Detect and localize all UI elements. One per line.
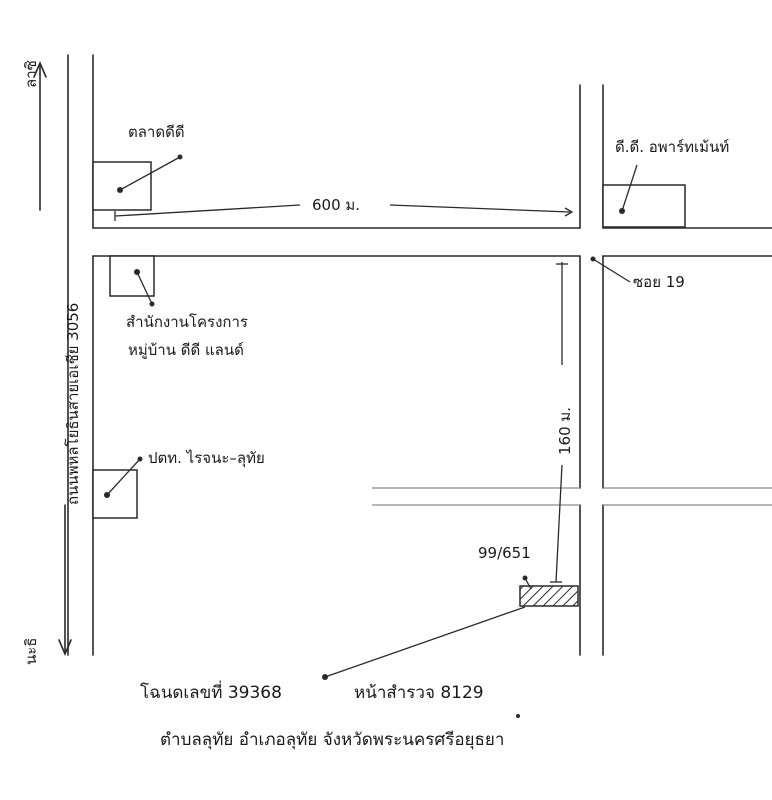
marker-apartment (619, 208, 625, 214)
building-ptt (92, 469, 138, 519)
highway-label: ถนนพหลโยธินสายเอเชีย 3056 (64, 303, 82, 505)
label-160m: 160 ม. (556, 407, 574, 455)
cross-road-lower (372, 487, 772, 506)
label-project-office-2: หมู่บ้าน ดีดี แลนด์ (128, 341, 244, 359)
dimension-600m (114, 204, 574, 221)
leader-to-plot (324, 606, 526, 678)
building-project-office (109, 255, 155, 297)
address-line: ตำบลลุทัย อำเภอลุทัย จังหวัดพระนครศรีอยุ… (160, 730, 504, 750)
marker-project-office (134, 269, 140, 275)
soi-road (579, 84, 604, 656)
arrow-down-icon (58, 504, 72, 657)
cross-road-top (92, 227, 772, 257)
marker-ptt (104, 492, 110, 498)
building-market (92, 161, 152, 211)
direction-north-label: ลาซิ (22, 60, 40, 88)
label-ptt: ปตท. ไรจนะ–ลุทัย (148, 449, 265, 468)
target-plot (519, 585, 579, 607)
label-house-number: 99/651 (478, 544, 531, 562)
arrow-up-icon (33, 60, 47, 211)
label-project-office-1: สำนักงานโครงการ (126, 313, 248, 331)
direction-south-label: นะธิ (22, 638, 40, 665)
label-600m: 600 ม. (312, 196, 360, 214)
dimension-160m (550, 262, 568, 583)
survey-page: หน้าสำรวจ 8129 (354, 683, 484, 703)
building-apartment (602, 184, 686, 228)
deed-number: โฉนดเลขที่ 39368 (140, 680, 282, 703)
label-soi: ซอย 19 (633, 273, 685, 291)
label-apartment: ดี.ดี. อพาร์ทเม้นท์ (615, 138, 729, 156)
marker-market (117, 187, 123, 193)
label-market: ตลาดดีดี (128, 123, 185, 141)
